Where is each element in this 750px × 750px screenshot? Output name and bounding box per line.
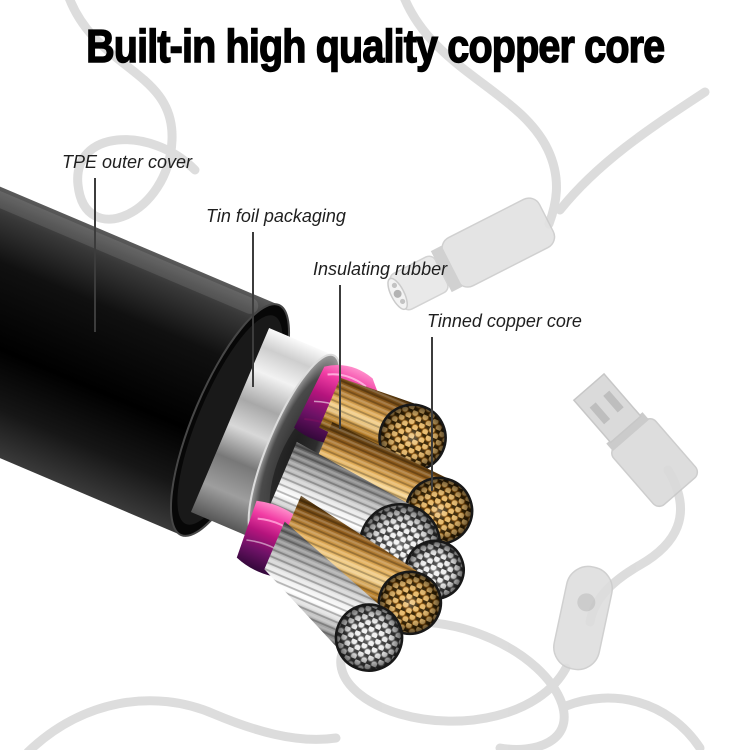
leader-line-tpe — [94, 178, 96, 332]
callout-tpe-outer-cover: TPE outer cover — [62, 152, 193, 172]
camera-led-icon — [391, 282, 398, 288]
main-cable — [0, 109, 474, 672]
usb-slot — [589, 402, 611, 425]
bg-cable-loop-top-left — [65, 0, 200, 224]
controller-button-icon — [577, 593, 596, 612]
bg-cable-camera-tail — [555, 87, 710, 215]
camera-led-icon — [399, 298, 406, 305]
bg-cable-top-right — [400, 0, 561, 229]
callout-tinned-copper-core: Tinned copper core — [427, 311, 582, 331]
callout-insulating-rubber: Insulating rubber — [313, 259, 448, 279]
tinned-bundle — [264, 521, 404, 672]
bg-cable-bottom-left — [23, 696, 341, 750]
leader-line-insulating-rubber — [339, 285, 341, 429]
tinned-bundle-face — [334, 603, 404, 672]
endoscope-camera-silhouette — [387, 197, 556, 311]
page-title-text: Built-in high quality copper core — [85, 19, 665, 72]
bg-cable-bottom-right — [561, 693, 705, 750]
usb-slot — [603, 390, 624, 413]
page-title: Built-in high quality copper core — [0, 19, 750, 73]
leader-line-tin-foil — [252, 232, 254, 387]
camera-lens-icon — [393, 289, 402, 298]
usb-connector-silhouette — [572, 372, 699, 508]
inline-controller-silhouette — [553, 565, 613, 671]
callout-tin-foil-packaging: Tin foil packaging — [206, 206, 346, 226]
leader-line-tinned-copper-core — [431, 337, 433, 491]
